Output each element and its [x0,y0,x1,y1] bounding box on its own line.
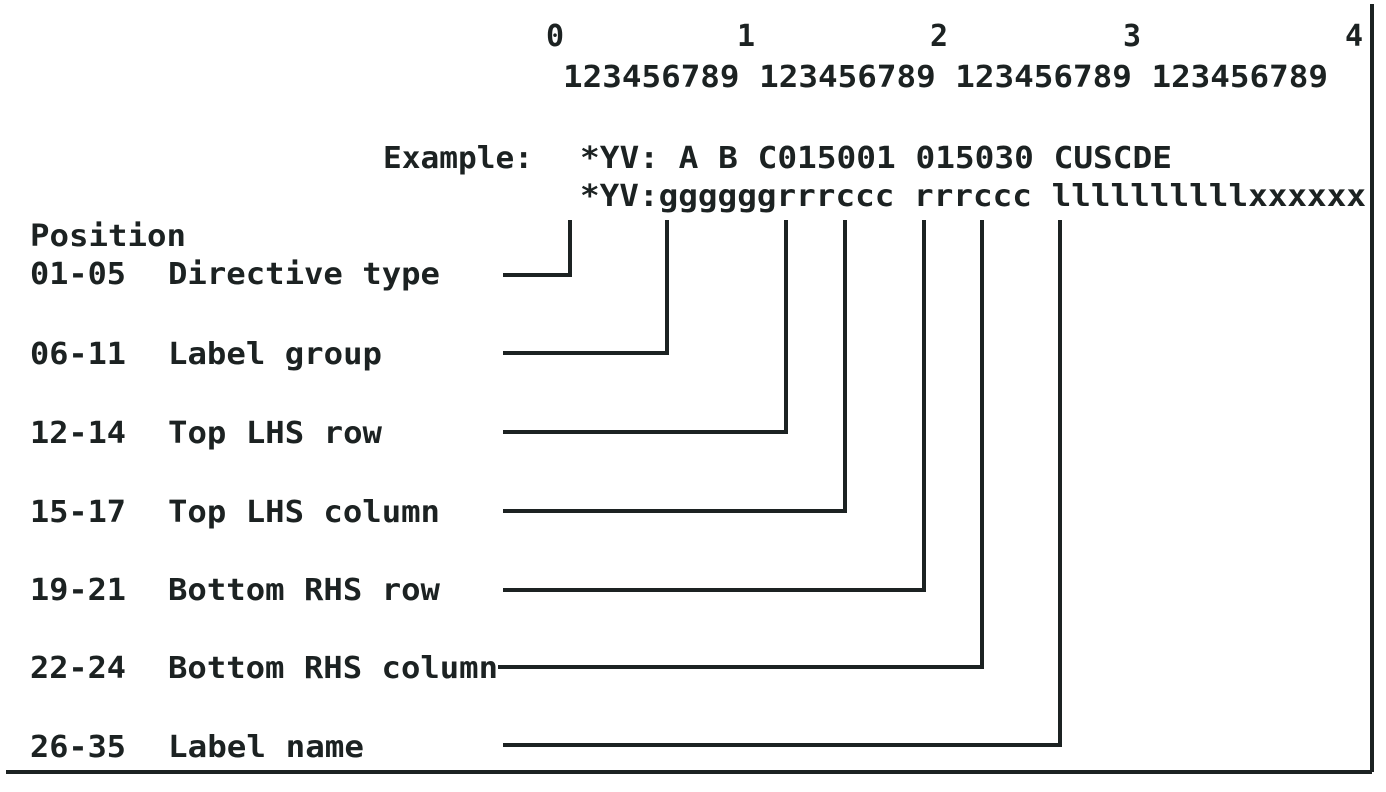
field-name: Label name [168,730,364,765]
field-range: 15-17 [30,495,126,530]
field-name: Label group [168,337,382,372]
field-range: 12-14 [30,416,126,451]
ruler-tens-3: 3 [1123,19,1141,54]
field-row-label-group: 06-11 Label group [30,220,669,372]
field-name: Top LHS row [168,416,383,451]
field-name: Directive type [168,257,440,292]
field-row-bottom-rhs-column: 22-24 Bottom RHS column [30,220,984,686]
field-name: Bottom RHS row [168,573,441,608]
field-range: 06-11 [30,337,126,372]
field-name: Bottom RHS column [168,651,498,686]
example-line-2: *YV:ggggggrrrccc rrrccc llllllllllxxxxxx [580,179,1366,214]
field-row-top-lhs-column: 15-17 Top LHS column [30,220,847,530]
field-range: 19-21 [30,573,126,608]
position-header: Position [30,219,186,254]
field-range: 01-05 [30,257,126,292]
leader-line [498,220,984,669]
leader-line [503,220,788,434]
ruler-units: 123456789 123456789 123456789 123456789 [563,60,1328,95]
ruler-tens-4: 4 [1345,19,1363,54]
leader-line [503,220,1062,747]
field-row-top-lhs-row: 12-14 Top LHS row [30,220,788,451]
ruler-tens-0: 0 [546,19,564,54]
ruler-tens-1: 1 [737,19,755,54]
field-range: 26-35 [30,730,126,765]
field-row-label-name: 26-35 Label name [30,220,1062,765]
field-row-bottom-rhs-row: 19-21 Bottom RHS row [30,220,926,608]
ruler-tens-2: 2 [930,19,948,54]
leader-line [503,220,572,277]
leader-line [503,220,926,592]
field-range: 22-24 [30,651,126,686]
leader-line [503,220,847,513]
field-row-directive-type: 01-05 Directive type [30,220,572,292]
leader-line [503,220,669,355]
example-label: Example: [383,141,533,176]
example-line-1: *YV: A B C015001 015030 CUSCDE [580,141,1172,176]
field-name: Top LHS column [168,495,440,530]
